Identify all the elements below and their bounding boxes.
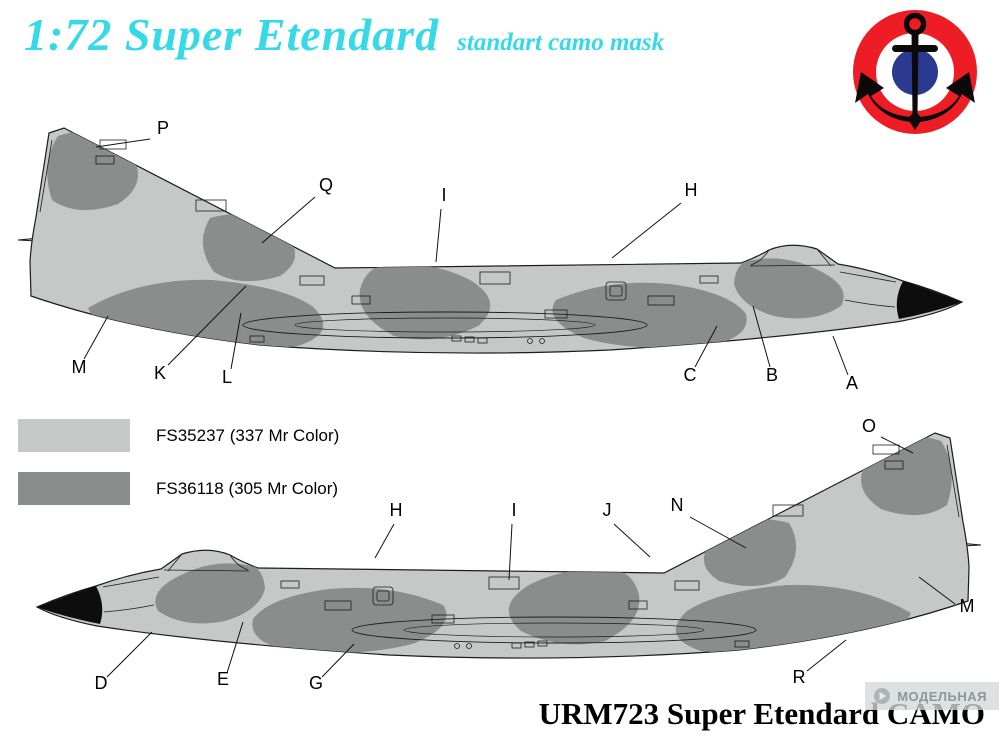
color-swatch-fs35237 xyxy=(18,419,130,452)
legend-row-dark: FS36118 (305 Mr Color) xyxy=(18,472,339,505)
navy-roundel-logo xyxy=(835,6,995,138)
leader-line xyxy=(880,436,914,454)
leader-line xyxy=(918,576,956,605)
mask-label-b: B xyxy=(766,365,778,385)
mask-label-h: H xyxy=(685,180,698,200)
aircraft-top-view xyxy=(18,128,962,353)
leader-line xyxy=(689,516,747,549)
leader-line xyxy=(508,523,513,581)
leader-line xyxy=(806,639,847,672)
page-subtitle: standart camo mask xyxy=(457,29,665,56)
mask-label-j: J xyxy=(603,500,612,520)
mask-label-e: E xyxy=(217,669,229,689)
anchor-icon xyxy=(855,12,975,130)
leader-line xyxy=(611,202,682,259)
leader-line xyxy=(752,305,771,368)
page-title: 1:72 Super Etendard xyxy=(24,9,440,60)
mask-label-p: P xyxy=(157,118,169,138)
leader-line xyxy=(230,312,242,370)
mask-label-a: A xyxy=(846,373,858,393)
mask-label-i2: I xyxy=(511,500,516,520)
top-view-callouts: P Q I H M K L C B A xyxy=(72,118,859,393)
mask-label-d: D xyxy=(95,673,108,693)
leader-line xyxy=(261,196,316,244)
legend-label: FS35237 (337 Mr Color) xyxy=(156,425,340,445)
leader-line xyxy=(167,285,247,366)
mask-label-q: Q xyxy=(319,175,333,195)
color-swatch-fs36118 xyxy=(18,472,130,505)
header: 1:72 Super Etendard standart camo mask xyxy=(24,8,664,61)
leader-line xyxy=(321,643,355,678)
legend-label: FS36118 (305 Mr Color) xyxy=(156,478,339,498)
leader-line xyxy=(226,621,244,674)
mask-label-m: M xyxy=(72,357,87,377)
mask-label-l: L xyxy=(222,367,232,387)
mask-label-c: C xyxy=(684,365,697,385)
leader-line xyxy=(106,631,153,678)
watermark-logo-icon xyxy=(874,688,891,704)
leader-line xyxy=(374,523,395,559)
mask-label-m2: M xyxy=(960,596,975,616)
mask-label-r: R xyxy=(793,667,806,687)
mask-label-g: G xyxy=(309,673,323,693)
leader-line xyxy=(83,315,109,360)
leader-line xyxy=(832,335,849,376)
watermark-text: МОДЕЛЬНАЯ xyxy=(897,688,987,704)
leader-line xyxy=(613,523,651,558)
color-legend: FS35237 (337 Mr Color) FS36118 (305 Mr C… xyxy=(18,419,339,525)
leader-line xyxy=(694,325,718,368)
mask-label-k: K xyxy=(154,363,166,383)
mask-label-o: O xyxy=(862,416,876,436)
legend-row-light: FS35237 (337 Mr Color) xyxy=(18,419,339,452)
mask-label-h2: H xyxy=(390,500,403,520)
mask-label-i: I xyxy=(441,185,446,205)
bottom-view-callouts: O H I J N M D E G R xyxy=(95,416,975,693)
anchor-roundel-icon xyxy=(853,10,977,134)
leader-line xyxy=(435,208,442,263)
watermark: МОДЕЛЬНАЯ xyxy=(865,682,999,710)
leader-line xyxy=(95,138,151,148)
mask-label-n: N xyxy=(671,495,684,515)
